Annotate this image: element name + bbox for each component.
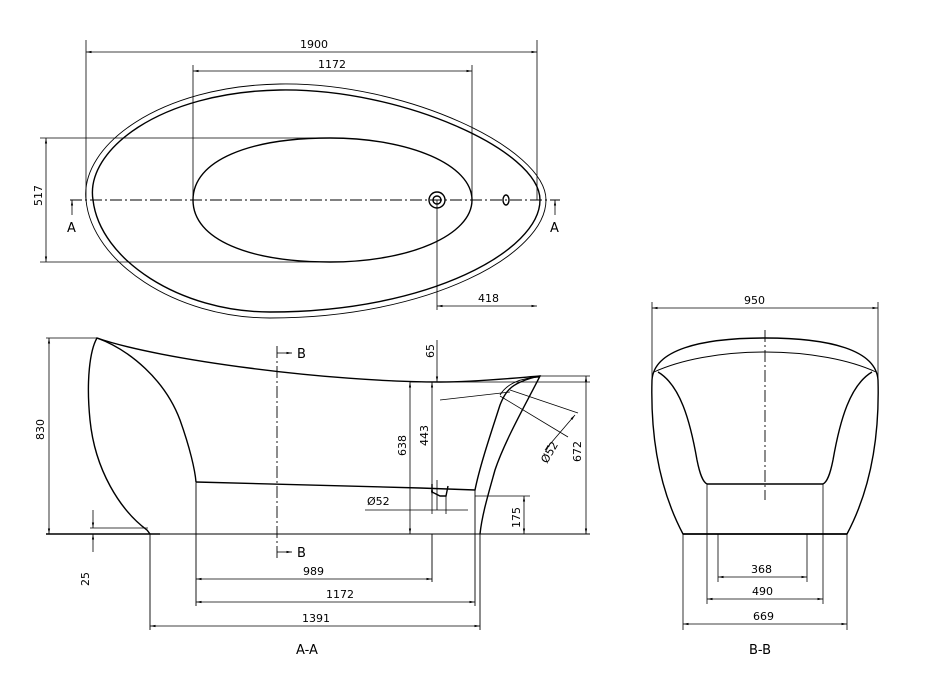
dim-830-label: 830 — [34, 419, 47, 440]
section-b-b: 950 368 490 669 B-B — [651, 294, 879, 658]
section-b-b-title: B-B — [749, 643, 771, 658]
section-mark-b-top: B — [297, 347, 306, 362]
dim-175-label: 175 — [510, 507, 523, 528]
basin-bottom — [195, 375, 541, 491]
dim-1391-label: 1391 — [302, 612, 330, 625]
section-mark-a-left: A — [67, 221, 76, 236]
dim-368-label: 368 — [751, 563, 772, 576]
section-a-a-title: A-A — [296, 643, 318, 658]
bathtub-outer-rim — [91, 89, 541, 313]
dim-490-label: 490 — [752, 585, 773, 598]
bb-inner-right — [822, 371, 873, 485]
bb-inner-left — [657, 371, 708, 485]
dim-1172-section-label: 1172 — [326, 588, 354, 601]
dim-418-label: 418 — [478, 292, 499, 305]
dim-overflow-label: Ø52 — [538, 439, 561, 465]
dim-669-label: 669 — [753, 610, 774, 623]
dim-672-label: 672 — [571, 441, 584, 462]
shell-inner-left — [96, 337, 197, 483]
dim-989-label: 989 — [303, 565, 324, 578]
bathtub-rim-line — [85, 83, 547, 319]
dim-638-label: 638 — [396, 435, 409, 456]
dim-1900-label: 1900 — [300, 38, 328, 51]
top-view: 1900 1172 517 418 A A — [32, 38, 560, 319]
dim-517-label: 517 — [32, 185, 45, 206]
dim-drain-label: Ø52 — [367, 495, 390, 508]
section-mark-b-bottom: B — [297, 546, 306, 561]
dim-950-label: 950 — [744, 294, 765, 307]
shell-outer — [87, 337, 542, 535]
section-a-a: B B 830 65 638 443 672 175 Ø52 Ø5 — [34, 337, 590, 658]
dim-1172-top-label: 1172 — [318, 58, 346, 71]
section-mark-a-right: A — [550, 221, 559, 236]
dim-65-label: 65 — [424, 344, 437, 358]
overflow-hole — [502, 194, 510, 206]
dim-25-label: 25 — [79, 572, 92, 586]
dim-443-label: 443 — [418, 425, 431, 446]
